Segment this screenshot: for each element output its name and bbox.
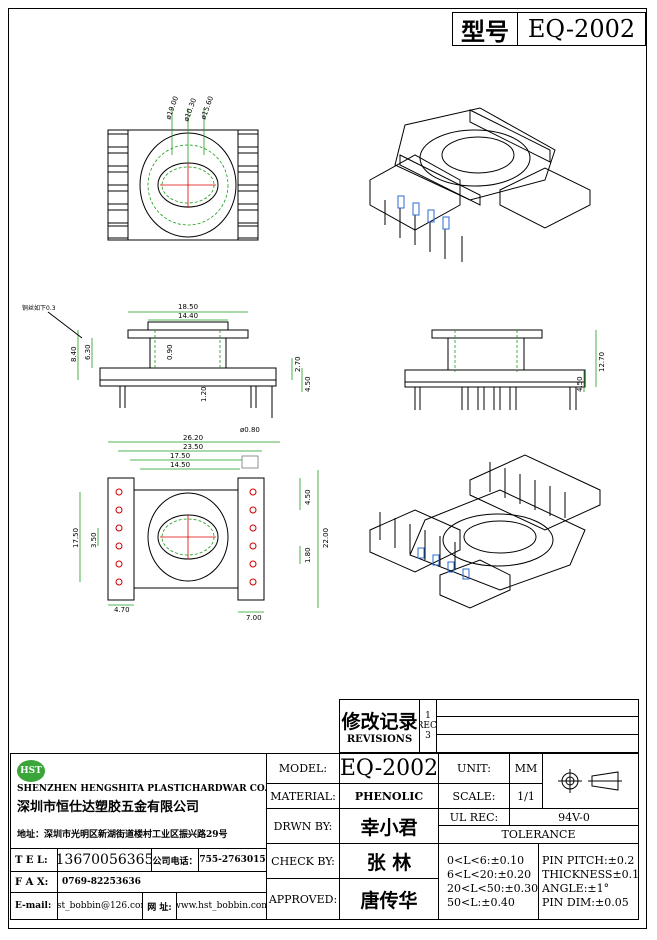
tolerance-thickness: THICKNESS±0.15 xyxy=(542,867,639,881)
dim-bottom-9: 22.00 xyxy=(322,528,330,548)
revisions-title-en: REVISIONS xyxy=(346,734,413,745)
company-info: HST SHENZHEN HENGSHITA PLASTICHARDWAR CO… xyxy=(10,753,267,849)
dim-side-1: 12.70 xyxy=(598,352,606,372)
web-value: www.hst_bobbin.com xyxy=(176,892,267,920)
revision-mark-3: 3 xyxy=(425,731,431,741)
dim-bottom-10: 4.70 xyxy=(114,606,130,614)
isometric-view-bottom xyxy=(369,454,601,609)
scale-label: SCALE: xyxy=(438,783,510,809)
company-name-cn: 深圳市恒仕达塑胶五金有限公司 xyxy=(17,800,200,815)
revisions-title-cn: 修改记录 xyxy=(341,711,418,733)
revisions-title: 修改记录 REVISIONS xyxy=(339,699,420,753)
company-address: 地址：深圳市光明区新湖街道楼村工业区振兴路29号 xyxy=(17,830,228,840)
company-tel-value: 0755-27630156 xyxy=(198,848,267,872)
top-view: ø19.00 ø10.30 ø15.60 xyxy=(107,95,259,241)
revision-marks: 1 REC. 3 xyxy=(419,699,437,753)
revision-row-3 xyxy=(436,734,639,753)
material-label: MATERIAL: xyxy=(266,783,340,809)
check-label: CHECK BY: xyxy=(266,843,340,879)
dim-bottom-2: 23.50 xyxy=(183,443,203,451)
dim-top-2: ø10.30 xyxy=(182,97,198,123)
revision-mark-1: 1 xyxy=(425,711,431,721)
dim-front-2: 14.40 xyxy=(178,312,198,320)
dim-front-5: 0.90 xyxy=(166,344,174,360)
tolerance-line-2: 6<L<20:±0.20 xyxy=(447,867,532,881)
tolerance-label: TOLERANCE xyxy=(438,825,639,844)
approved-label: APPROVED: xyxy=(266,878,340,920)
scale-value: 1/1 xyxy=(509,783,543,809)
model-value: EQ-2002 xyxy=(527,15,636,43)
dim-front-9: ø0.80 xyxy=(240,426,260,434)
front-view: 18.50 14.40 8.40 6.30 0.90 2.70 4.50 1.2… xyxy=(22,303,312,434)
company-tel-label: 公司电话： xyxy=(151,848,199,872)
unit-value: MM xyxy=(509,753,543,784)
dim-side-2: 4.50 xyxy=(576,376,584,392)
model-value-cell: EQ-2002 xyxy=(339,753,439,784)
dim-front-7: 4.50 xyxy=(304,376,312,392)
title-block: 型号 EQ-2002 xyxy=(452,12,646,46)
revision-row-1 xyxy=(436,699,639,717)
dim-front-4: 6.30 xyxy=(84,344,92,360)
dim-bottom-5: 17.50 xyxy=(72,528,80,548)
projection-symbol xyxy=(542,753,639,809)
model-label: 型号 xyxy=(453,13,518,46)
email-label: E-mail: xyxy=(10,892,58,920)
tolerance-linear: 0<L<6:±0.10 6<L<20:±0.20 20<L<50:±0.30 5… xyxy=(438,843,539,920)
unit-label: UNIT: xyxy=(438,753,510,784)
check-value: 张 林 xyxy=(339,843,439,879)
wire-note: 铜丝如下0.3 xyxy=(22,304,56,312)
dim-bottom-11: 7.00 xyxy=(246,614,262,622)
drawn-label: DRWN BY: xyxy=(266,808,340,844)
tel-value: 13670056365 xyxy=(57,848,152,872)
tolerance-angle: ANGLE:±1° xyxy=(542,881,610,895)
dim-bottom-6: 3.50 xyxy=(90,532,98,548)
company-name-en: SHENZHEN HENGSHITA PLASTICHARDWAR CO.,LT… xyxy=(17,784,267,794)
tolerance-line-3: 20<L<50:±0.30 xyxy=(447,881,539,895)
dim-bottom-3: 17.50 xyxy=(170,452,190,460)
dim-front-3: 8.40 xyxy=(70,346,78,362)
tel-label: T E L: xyxy=(10,848,58,872)
side-view: 12.70 4.50 xyxy=(404,329,606,410)
bottom-view: 26.20 23.50 17.50 14.50 17.50 3.50 4.50 … xyxy=(72,434,330,622)
isometric-view-top xyxy=(369,107,591,262)
tolerance-pin-pitch: PIN PITCH:±0.2 xyxy=(542,853,635,867)
tolerance-line-1: 0<L<6:±0.10 xyxy=(447,853,525,867)
web-label: 网 址: xyxy=(142,892,177,920)
approved-value: 唐传华 xyxy=(339,878,439,920)
revision-row-2 xyxy=(436,716,639,735)
technical-drawings: .o { fill:none; stroke:#000; stroke-widt… xyxy=(22,95,606,622)
tolerance-pin-dim: PIN DIM:±0.05 xyxy=(542,895,629,909)
drawing-sheet xyxy=(8,8,647,929)
tolerance-line-4: 50<L:±0.40 xyxy=(447,895,515,909)
ul-label: UL REC: xyxy=(438,808,510,826)
first-angle-projection-icon xyxy=(557,769,622,793)
dim-front-1: 18.50 xyxy=(178,303,198,311)
email-value: hst_bobbin@126.com xyxy=(57,892,143,920)
dim-bottom-8: 1.80 xyxy=(304,547,312,563)
dim-top-1: ø19.00 xyxy=(164,95,180,121)
dim-bottom-4: 14.50 xyxy=(170,461,190,469)
model-label-cell: MODEL: xyxy=(266,753,340,784)
fax-label: F A X: xyxy=(10,871,58,893)
fax-value: 0769-82253636 xyxy=(57,871,267,893)
company-logo: HST xyxy=(17,760,45,782)
revision-rec: REC. xyxy=(420,721,437,731)
dim-front-6: 2.70 xyxy=(294,356,302,372)
material-value: PHENOLIC xyxy=(339,783,439,809)
dim-bottom-1: 26.20 xyxy=(183,434,203,442)
ul-value: 94V-0 xyxy=(509,808,639,826)
tolerance-other: PIN PITCH:±0.2 THICKNESS±0.15 ANGLE:±1° … xyxy=(538,843,639,920)
dim-top-3: ø15.60 xyxy=(199,95,215,121)
drawn-value: 幸小君 xyxy=(339,808,439,844)
dim-front-8: 1.20 xyxy=(200,386,208,402)
dim-bottom-7: 4.50 xyxy=(304,489,312,505)
